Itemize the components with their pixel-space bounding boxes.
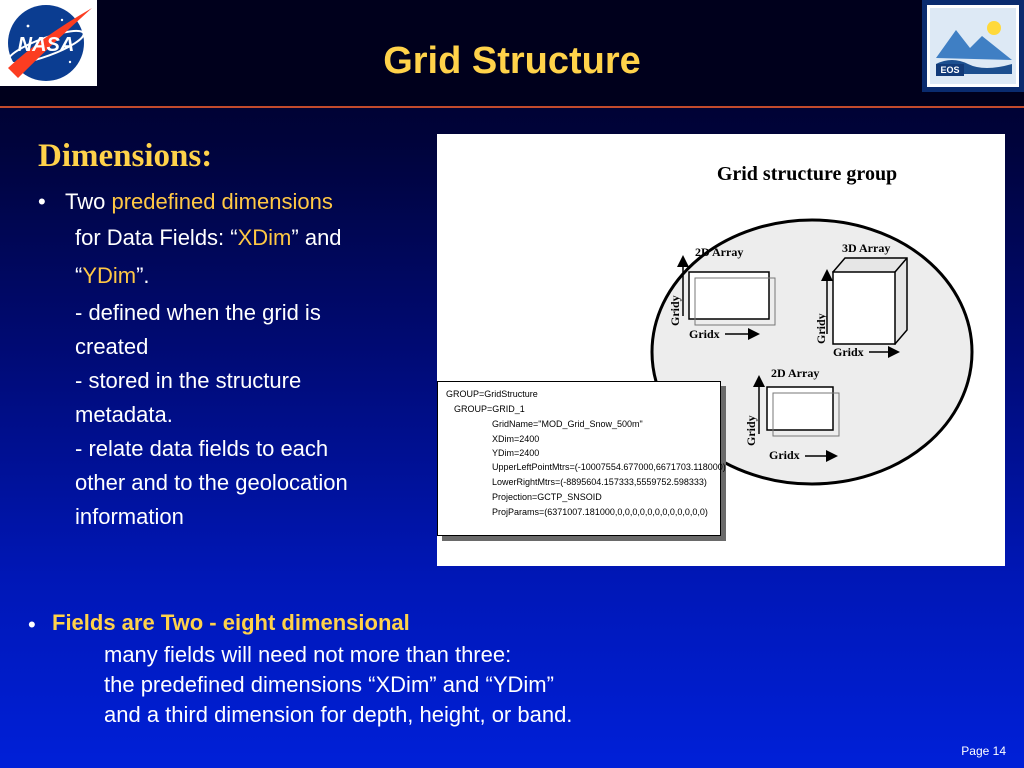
fields-line: the predefined dimensions “XDim” and “YD… (104, 672, 554, 697)
svg-text:NASA: NASA (18, 34, 75, 56)
grid-structure-diagram: Grid structure group 2D Array Gridy Grid… (650, 163, 974, 486)
diagram-title: Grid structure group (717, 163, 897, 185)
dimensions-line-3: “YDim”. (75, 259, 150, 293)
page-number: Page 14 (961, 744, 1006, 758)
bullet-dot: • (38, 189, 46, 214)
predefined-dimensions-highlight: predefined dimensions (111, 189, 333, 214)
svg-text:EOS: EOS (940, 65, 959, 75)
bullet-prefix: Two (65, 189, 112, 214)
subpoint-line: - relate data fields to each (75, 436, 329, 461)
gridx-label-2: Gridx (833, 345, 864, 359)
bullet-dot: • (28, 612, 36, 637)
structure-metadata-box: GROUP=GridStructure GROUP=GRID_1 GridNam… (437, 381, 726, 536)
nasa-logo: NASA (0, 0, 97, 86)
array-2d-b-shadow (772, 392, 840, 437)
metadata-line: UpperLeftPointMtrs=(-10007554.677000,667… (492, 462, 726, 472)
dimensions-subpoints: - defined when the grid is created - sto… (75, 296, 348, 534)
line3-suffix: ”. (136, 263, 150, 288)
metadata-line: YDim=2400 (492, 448, 540, 458)
subpoint-line: - stored in the structure (75, 368, 302, 393)
header-bar (0, 0, 1024, 106)
array-2d-b-label: 2D Array (771, 366, 819, 380)
dimensions-line-2: for Data Fields: “XDim” and (75, 221, 342, 255)
subpoint-line: other and to the geolocation (75, 470, 348, 495)
gridy-label-2: Gridy (814, 313, 828, 344)
array-2d-b-rect (766, 386, 834, 431)
metadata-line: XDim=2400 (492, 434, 540, 444)
metadata-line: GROUP=GRID_1 (454, 404, 525, 414)
gridy-label-3: Gridy (744, 415, 758, 446)
array-2d-shadow (694, 277, 776, 326)
gridx-label-3: Gridx (769, 448, 800, 462)
metadata-line: GROUP=GridStructure (446, 389, 538, 399)
dimensions-heading: Dimensions: (38, 138, 213, 174)
grid-structure-figure: Grid structure group 2D Array Gridy Grid… (437, 134, 1005, 566)
subpoint-line: created (75, 334, 149, 359)
fields-details: many fields will need not more than thre… (104, 640, 572, 730)
eos-logo: EOS (922, 0, 1024, 92)
array-2d-rect (688, 271, 770, 320)
ydim-highlight: YDim (82, 263, 137, 288)
fields-line: and a third dimension for depth, height,… (104, 702, 573, 727)
cube-edge (894, 257, 908, 273)
dimensions-bullet: Two predefined dimensions (65, 185, 333, 219)
fields-bullet: Fields are Two - eight dimensional (52, 610, 410, 635)
header-divider (0, 106, 1024, 108)
gridx-label-1: Gridx (689, 327, 720, 341)
slide-title: Grid Structure (383, 40, 641, 82)
metadata-line: LowerRightMtrs=(-8895604.157333,5559752.… (492, 477, 707, 487)
xdim-highlight: XDim (237, 225, 292, 250)
line2-suffix: ” and (291, 225, 342, 250)
metadata-line: GridName="MOD_Grid_Snow_500m" (492, 419, 643, 429)
metadata-line: ProjParams=(6371007.181000,0,0,0,0,0,0,0… (492, 507, 708, 517)
subpoint-line: metadata. (75, 402, 173, 427)
gridy-label-1: Gridy (668, 295, 682, 326)
line2-prefix: for Data Fields: “ (75, 225, 238, 250)
metadata-line: Projection=GCTP_SNSOID (492, 492, 602, 502)
line3-prefix: “ (75, 263, 83, 288)
array-2d-label: 2D Array (695, 245, 743, 259)
fields-line: many fields will need not more than thre… (104, 642, 512, 667)
array-3d-label: 3D Array (842, 241, 890, 255)
cube-front (832, 271, 896, 345)
subpoint-line: information (75, 504, 184, 529)
subpoint-line: - defined when the grid is (75, 300, 321, 325)
